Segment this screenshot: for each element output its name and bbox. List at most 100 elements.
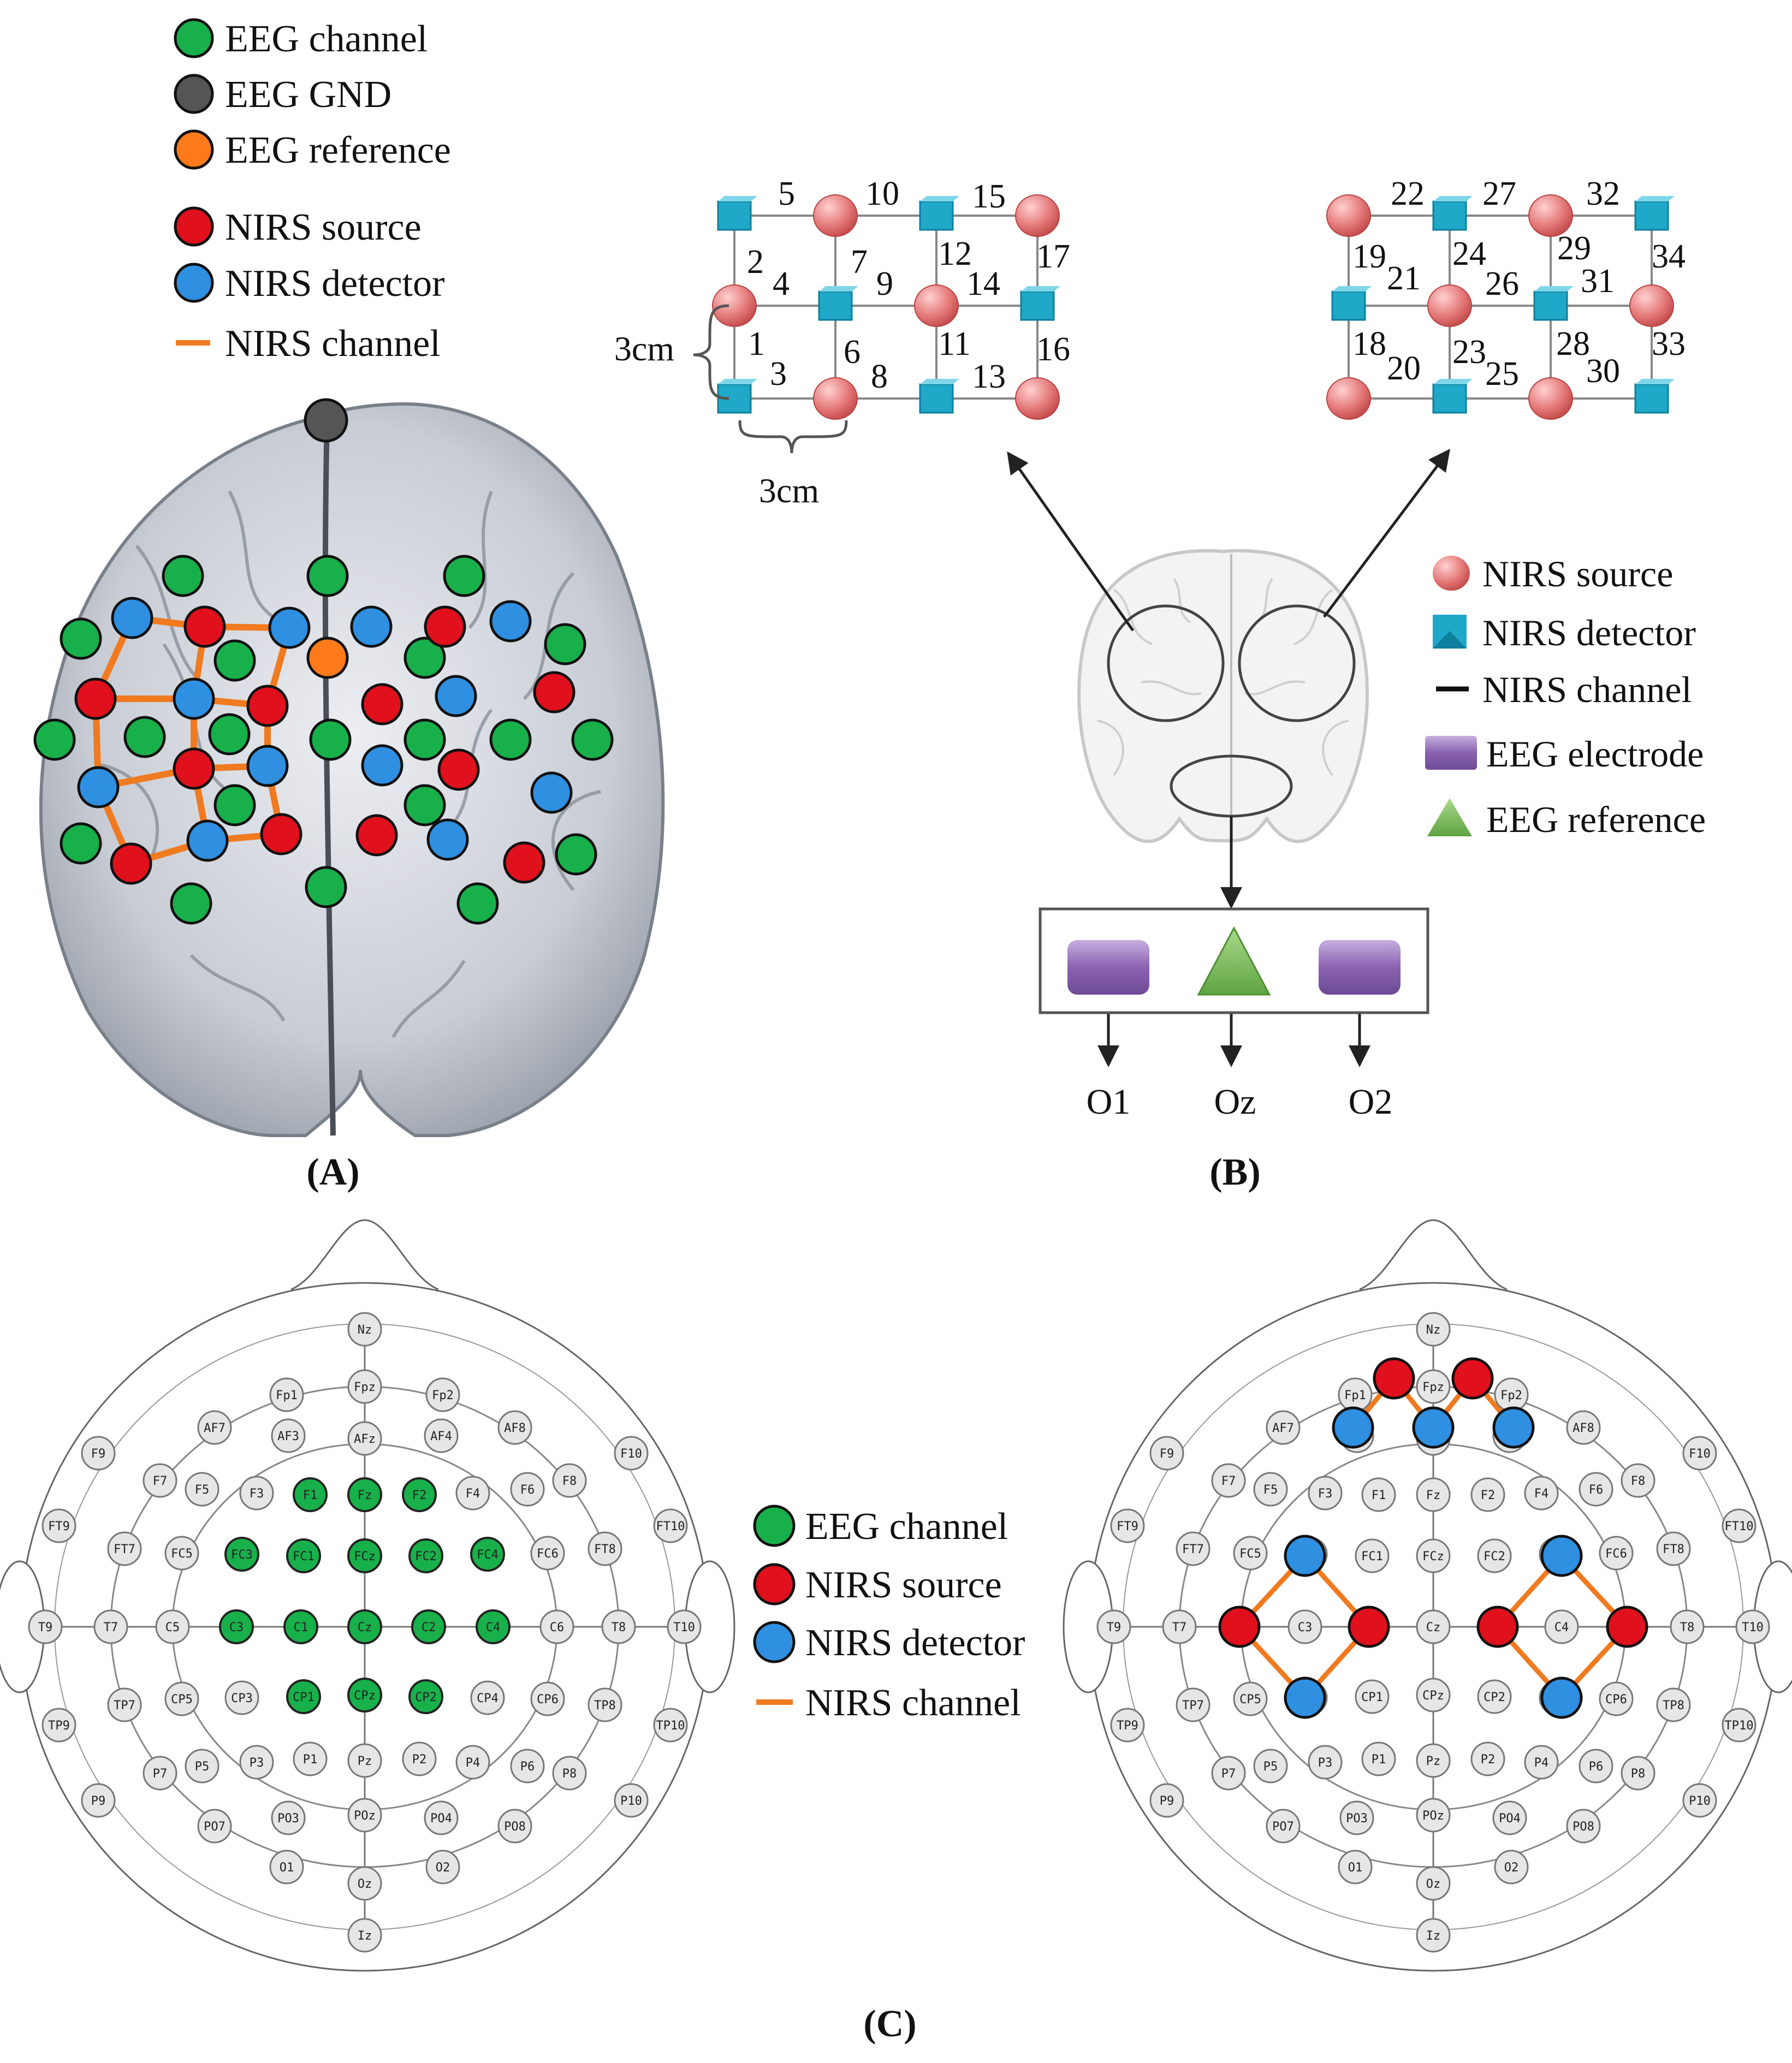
electrode-f9	[1149, 1436, 1184, 1471]
nirs-channel-number: 6	[844, 334, 861, 371]
electrode-c4	[476, 1609, 511, 1644]
legend-a-label: NIRS channel	[225, 323, 441, 365]
electrode-cp5	[164, 1681, 199, 1716]
electrode-cp4	[470, 1680, 505, 1715]
electrode-fc1	[1355, 1538, 1390, 1573]
electrode-o1	[1338, 1850, 1373, 1884]
electrode-f7	[143, 1463, 177, 1498]
eeg-reference-oz	[1197, 926, 1271, 996]
electrode-p9	[81, 1783, 116, 1818]
electrode-label: Pz	[1426, 1755, 1441, 1768]
electrode-oz	[347, 1866, 382, 1901]
electrode-label: F10	[620, 1447, 642, 1461]
electrode-label: Nz	[1426, 1323, 1441, 1337]
nirs-channel-number: 14	[966, 265, 1000, 302]
electrode-label: TP10	[656, 1719, 685, 1733]
panel-label-c: (C)	[863, 2003, 916, 2045]
nirs-source-sphere	[813, 194, 858, 237]
electrode-label: C4	[486, 1621, 501, 1634]
legend-a-label: EEG GND	[225, 74, 391, 116]
legend-c-label: EEG channel	[805, 1506, 1008, 1548]
nirs-channel-number: 1	[748, 325, 765, 362]
electrode-label: AF8	[504, 1422, 526, 1435]
electrode-pz	[347, 1743, 382, 1778]
nirs-source-sphere	[1015, 377, 1060, 420]
electrode-label: P5	[195, 1760, 210, 1774]
nirs-detector-dot	[1540, 1535, 1583, 1577]
electrode-po4	[424, 1800, 459, 1835]
electrode-label: F10	[1689, 1447, 1711, 1461]
electrode-label: CP4	[477, 1692, 499, 1705]
electrode-cp6	[1599, 1681, 1634, 1716]
electrode-f5	[185, 1472, 219, 1507]
nirs-channel-number: 9	[876, 265, 893, 302]
electrode-label: P7	[1221, 1767, 1236, 1781]
electrode-label: P1	[1372, 1753, 1386, 1767]
electrode-t7	[93, 1609, 128, 1644]
electrode-label: P6	[520, 1760, 535, 1774]
nirs-channel-number: 26	[1485, 265, 1519, 302]
electrode-label: F2	[412, 1489, 427, 1502]
electrode-c3	[1287, 1609, 1322, 1644]
cube-top	[1021, 286, 1060, 292]
electrode-label: Cz	[358, 1621, 372, 1634]
electrode-label: P1	[303, 1753, 318, 1767]
electrode-p2	[1470, 1741, 1505, 1776]
electrode-f5	[1253, 1472, 1288, 1507]
electrode-fz	[347, 1477, 382, 1512]
electrode-tp8	[1656, 1687, 1691, 1722]
electrode-label: C5	[165, 1621, 180, 1634]
electrode-nz	[1416, 1312, 1451, 1347]
orange-circle-icon	[174, 129, 214, 170]
electrode-fc5	[1233, 1536, 1268, 1571]
nirs-channel-number: 33	[1652, 325, 1686, 362]
legend-a-label: NIRS detector	[225, 263, 444, 305]
electrode-label: F6	[1589, 1483, 1604, 1497]
electrode-label: F8	[562, 1475, 577, 1488]
nirs-detector-cube	[919, 200, 954, 231]
cube-top	[1534, 286, 1574, 292]
electrode-fcz	[1416, 1538, 1451, 1573]
electrode-label: Fz	[358, 1489, 372, 1502]
electrode-fc1	[286, 1538, 321, 1573]
electrode-fc4	[470, 1537, 505, 1572]
electrode-label: F5	[1263, 1483, 1278, 1497]
electrode-label: TP10	[1725, 1719, 1754, 1733]
electrode-label: F3	[1318, 1487, 1333, 1501]
electrode-iz	[347, 1918, 382, 1953]
electrode-f10	[614, 1436, 649, 1471]
electrode-t8	[1670, 1609, 1705, 1644]
electrode-label: F7	[153, 1475, 168, 1488]
electrode-label: F5	[195, 1483, 210, 1497]
eeg-channel-dot	[404, 718, 446, 761]
legend-a-label: NIRS source	[225, 206, 422, 248]
nirs-channel-number: 22	[1391, 175, 1425, 212]
electrode-label: FC5	[171, 1547, 193, 1561]
blue-circle-icon	[174, 263, 214, 303]
eeg-channel-dot	[456, 882, 499, 925]
electrode-label: P2	[412, 1753, 427, 1767]
electrode-label: C4	[1554, 1621, 1569, 1634]
electrode-label: CP2	[415, 1691, 437, 1704]
nirs-source-dot	[246, 685, 289, 727]
electrode-f8	[1621, 1463, 1655, 1498]
green-triangle-icon	[1427, 798, 1472, 836]
electrode-label: O2	[1504, 1861, 1519, 1875]
electrode-label: T7	[104, 1621, 118, 1634]
electrode-af8	[1566, 1410, 1601, 1445]
electrode-label: P4	[1534, 1756, 1549, 1770]
electrode-label: FC2	[1484, 1550, 1505, 1563]
electrode-po7	[1266, 1809, 1301, 1844]
electrode-label: FT7	[114, 1543, 135, 1556]
electrode-f8	[552, 1463, 587, 1498]
nirs-montage-right: NzFpzFp1Fp2AF7AF3AFzAF4AF8F9F7F5F3F1FzF2…	[1063, 1219, 1792, 1972]
electrode-label: P9	[91, 1794, 106, 1808]
electrode-label: P5	[1263, 1760, 1278, 1774]
legend-b-label: NIRS detector	[1482, 612, 1696, 653]
eeg-channel-dot	[544, 623, 586, 665]
electrode-label: F6	[520, 1483, 535, 1497]
nirs-channel-number: 29	[1557, 230, 1591, 267]
